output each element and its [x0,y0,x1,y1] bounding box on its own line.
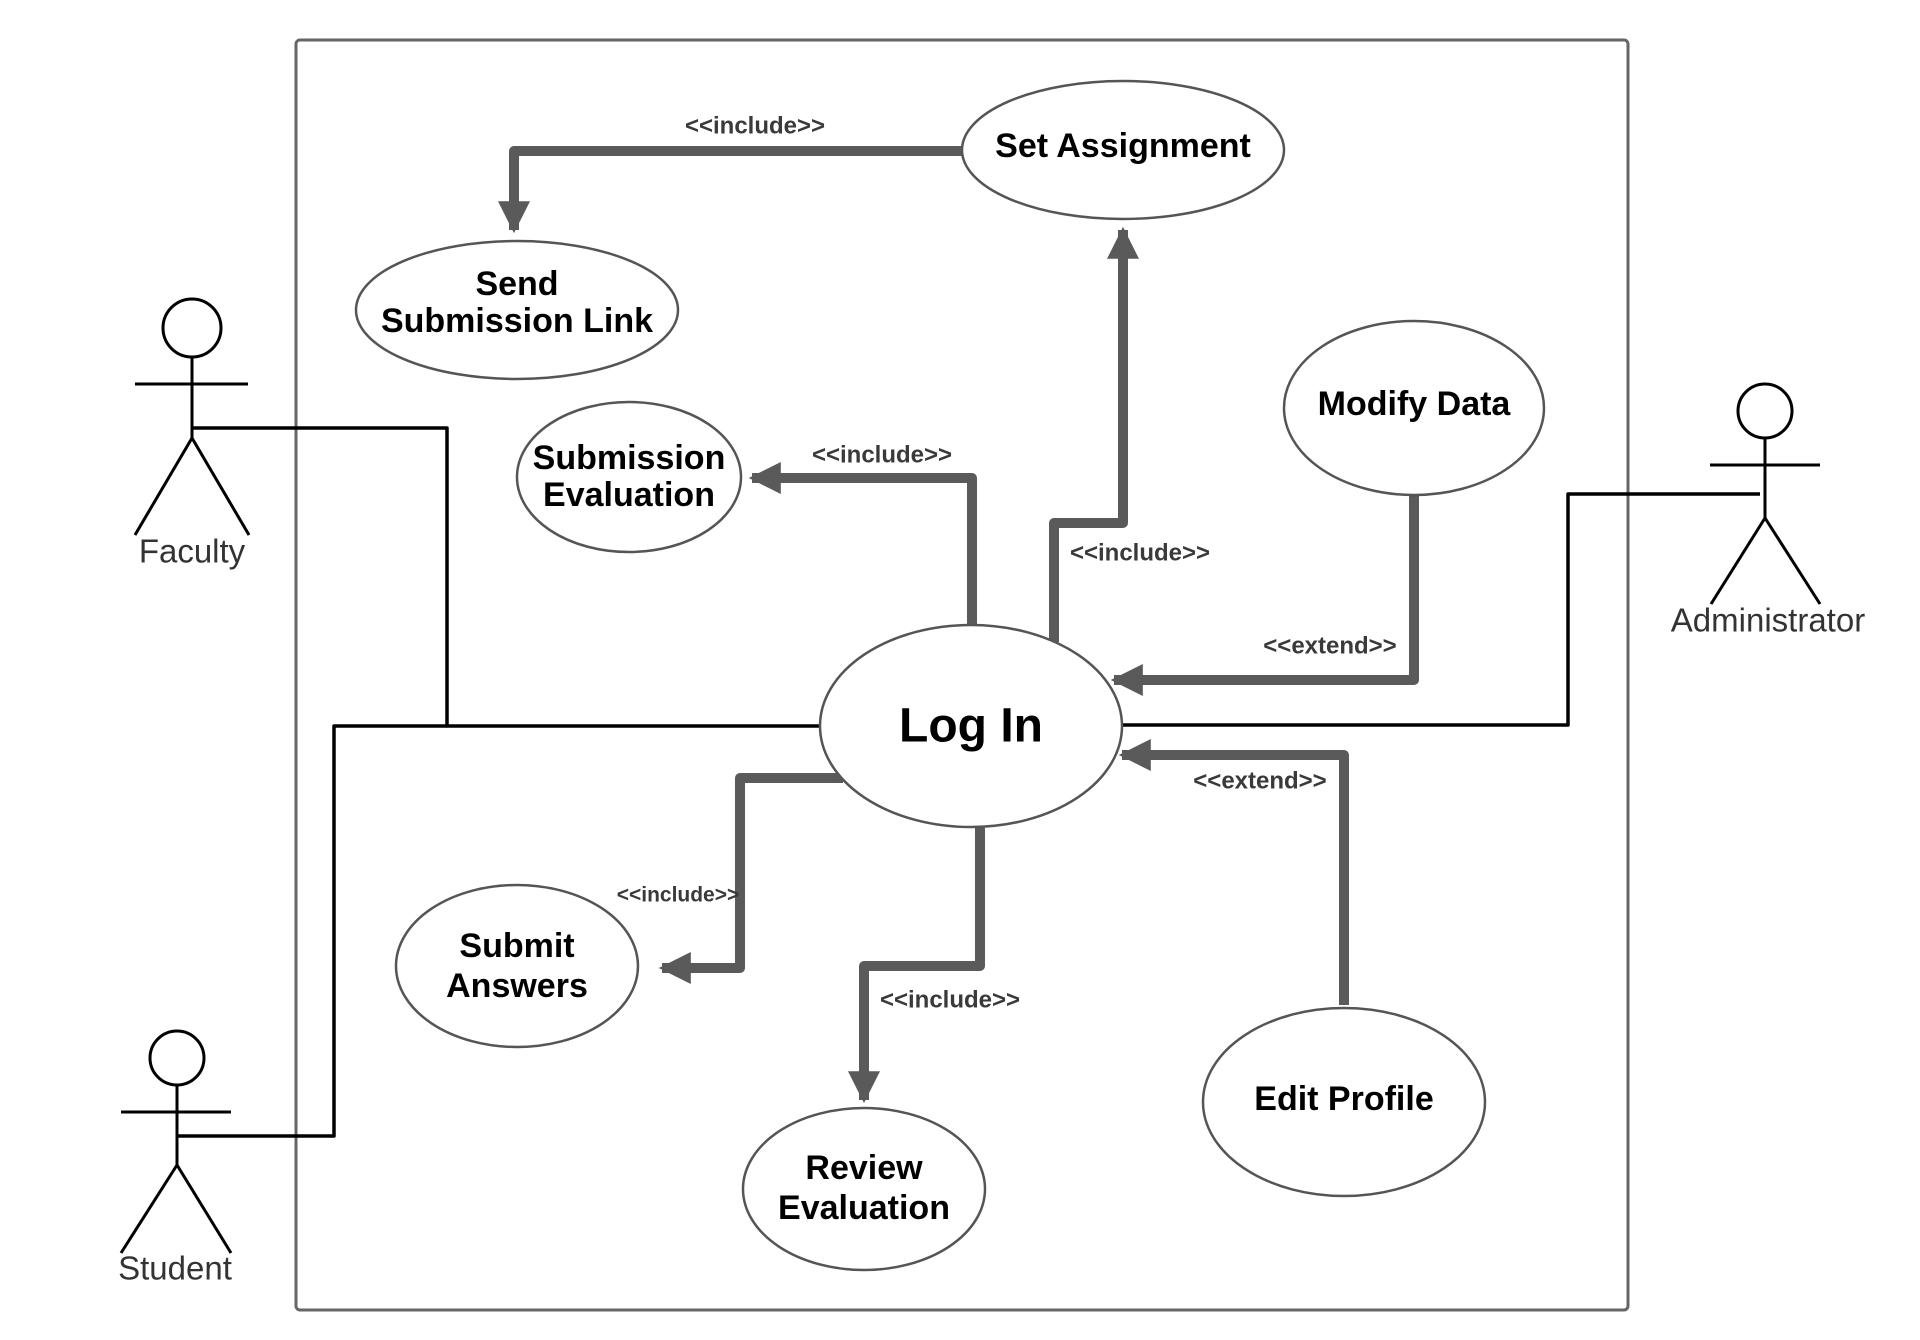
include-submission-evaluation-arrow [748,461,977,624]
send-submission-link-label-line2: Submission Link [381,302,653,340]
extend-edit-profile-arrow [1118,738,1349,1005]
use-case-submission-evaluation [515,400,743,554]
extend-modify-data-arrow [1110,494,1419,697]
faculty-label: Faculty [139,533,246,570]
include-send-link-arrow [497,146,962,234]
student-label: Student [118,1250,232,1287]
use-case-review-evaluation [741,1106,987,1272]
student-left-leg [119,1164,179,1254]
administrator-right-leg [1763,517,1822,605]
use-case-send-submission-link [354,239,680,381]
use-case-log-in [818,623,1124,829]
set-assignment-label: Set Assignment [995,127,1251,165]
include-set-assignment-arrow [1049,226,1140,642]
actor-faculty: Faculty [133,297,251,570]
faculty-head [161,297,223,359]
include-set-assignment-label: <<include>> [1070,540,1210,567]
include-submission-evaluation-label: <<include>> [812,442,952,469]
include-send-link-label: <<include>> [685,113,825,140]
include-submit-answers-label: <<include>> [617,884,740,907]
actor-administrator: Administrator [1671,382,1865,639]
use-case-submit-answers [394,883,640,1049]
submission-evaluation-label-line1: Submission [533,439,726,477]
student-right-leg [175,1164,233,1254]
submit-answers-label-line1: Submit [459,927,574,965]
student-head [148,1029,206,1087]
review-evaluation-label-line2: Evaluation [778,1189,950,1227]
send-submission-link-label-line1: Send [475,265,558,303]
extend-modify-data-label: <<extend>> [1263,633,1396,660]
submit-answers-label-line2: Answers [446,967,588,1005]
student-association [177,724,447,1138]
faculty-right-leg [190,437,251,536]
administrator-association [1121,492,1760,727]
administrator-left-leg [1709,517,1767,605]
faculty-left-leg [133,437,194,536]
submission-evaluation-label-line2: Evaluation [543,476,715,514]
actor-student: Student [118,1029,233,1287]
system-boundary [294,38,1630,1312]
log-in-label: Log In [899,700,1043,753]
include-submit-answers-arrow [658,773,843,985]
edit-profile-label: Edit Profile [1254,1080,1433,1118]
include-review-evaluation-label: <<include>> [880,987,1020,1014]
faculty-association [192,426,820,728]
include-review-evaluation-arrow [847,828,985,1104]
extend-edit-profile-label: <<extend>> [1193,768,1326,795]
use-case-modify-data [1282,319,1546,497]
modify-data-label: Modify Data [1318,385,1512,423]
administrator-head [1736,382,1794,440]
administrator-label: Administrator [1671,602,1865,639]
review-evaluation-label-line1: Review [805,1149,923,1187]
use-case-edit-profile [1201,1006,1487,1198]
use-case-set-assignment [960,79,1286,221]
